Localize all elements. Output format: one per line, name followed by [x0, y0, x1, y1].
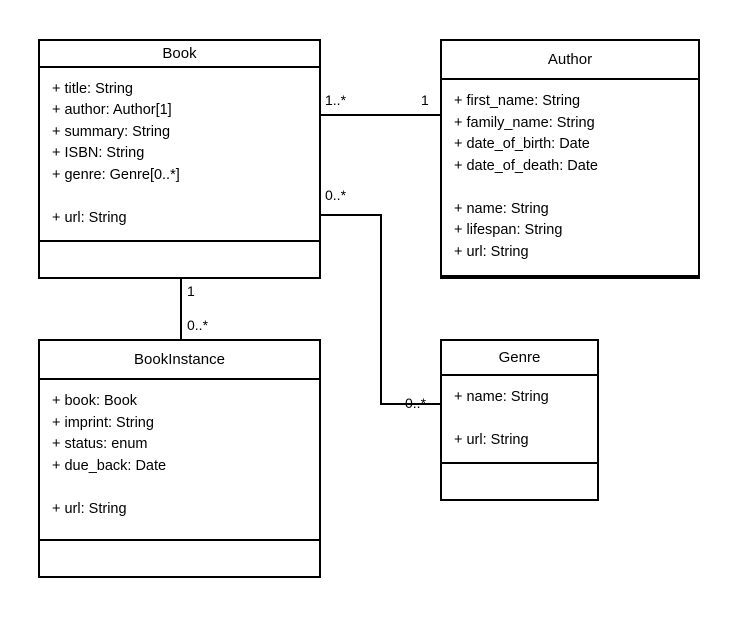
association-line-book-genre [321, 214, 440, 405]
attribute-separator [52, 186, 308, 208]
attribute-row: + date_of_birth: Date [454, 136, 590, 152]
class-name-bookinstance: BookInstance [40, 341, 319, 380]
attribute-row: + due_back: Date [52, 457, 167, 474]
multiplicity-book-author-target: 1 [421, 92, 429, 108]
multiplicity-book-bookinstance-source: 1 [187, 283, 195, 299]
attribute-row: + title: String [52, 80, 133, 97]
attribute-row: + first_name: String [454, 93, 581, 109]
multiplicity-book-genre-source: 0..* [325, 187, 347, 203]
attribute-row: + imprint: String [52, 414, 154, 431]
attributes-compartment-bookinstance: + book: Book + imprint: String + status:… [40, 380, 319, 541]
multiplicity-book-bookinstance-target: 0..* [187, 317, 209, 333]
attribute-row: + url: String [52, 500, 127, 517]
attribute-row: + family_name: String [454, 114, 595, 131]
operations-compartment-genre [442, 464, 597, 499]
uml-class-author[interactable]: Author + first_name: String + family_nam… [440, 39, 700, 279]
attribute-row: + name: String [454, 388, 549, 405]
attribute-row: + author: Author[1] [52, 102, 172, 118]
uml-class-bookinstance[interactable]: BookInstance + book: Book + imprint: Str… [38, 339, 321, 578]
attribute-row: + ISBN: String [52, 145, 145, 161]
attribute-row: + book: Book [52, 393, 138, 409]
attribute-row: + name: String [454, 200, 549, 217]
attribute-separator [454, 177, 687, 199]
attribute-row: + date_of_death: Date [454, 157, 598, 174]
attribute-row: + url: String [454, 243, 529, 260]
attributes-compartment-author: + first_name: String + family_name: Stri… [442, 80, 698, 277]
attributes-compartment-genre: + name: String + url: String [442, 375, 597, 464]
class-name-author: Author [442, 41, 698, 80]
attribute-separator [454, 408, 586, 430]
operations-compartment-bookinstance [40, 541, 319, 576]
attribute-row: + summary: String [52, 123, 171, 140]
attribute-row: + url: String [52, 209, 127, 226]
attribute-separator [52, 477, 308, 499]
uml-class-genre[interactable]: Genre + name: String + url: String [440, 339, 599, 501]
attribute-row: + lifespan: String [454, 222, 563, 238]
attribute-row: + url: String [454, 431, 529, 448]
operations-compartment-book [40, 242, 319, 277]
attribute-row: + genre: Genre[0..*] [52, 166, 180, 183]
class-name-book: Book [40, 41, 319, 68]
uml-class-book[interactable]: Book + title: String + author: Author[1]… [38, 39, 321, 279]
multiplicity-book-genre-target: 0..* [405, 395, 427, 411]
attributes-compartment-book: + title: String + author: Author[1] + su… [40, 67, 319, 242]
attribute-row: + status: enum [52, 436, 148, 452]
class-name-genre: Genre [442, 341, 597, 376]
multiplicity-book-author-source: 1..* [325, 92, 347, 108]
